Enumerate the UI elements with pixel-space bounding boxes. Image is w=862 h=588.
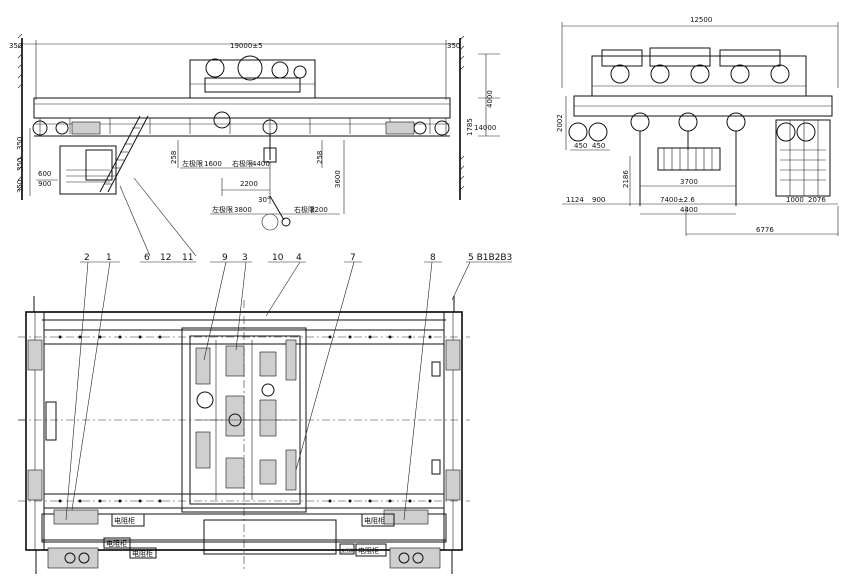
cabinet-label-6: 变压器 bbox=[341, 547, 353, 553]
dim-hook-span: 3700 bbox=[680, 178, 698, 186]
trolley-machinery bbox=[195, 339, 297, 500]
callouts: 2 1 6 12 11 9 3 10 4 7 8 5 B1B2B3 bbox=[65, 253, 512, 521]
dim-height-total: 4000 bbox=[486, 90, 494, 108]
dim-overall-width: 12500 bbox=[690, 16, 712, 24]
dim-left-2: 350 bbox=[16, 158, 24, 171]
dim-cab-a: 600 bbox=[38, 170, 51, 178]
limit-left-1-label: 左极限 bbox=[182, 159, 203, 168]
callout-10: 10 bbox=[272, 253, 284, 263]
limit-left-1-value: 1600 bbox=[204, 160, 222, 168]
callout-5-b1b2b3: 5 B1B2B3 bbox=[468, 253, 512, 263]
dim-wheel-2: 450 bbox=[592, 142, 605, 150]
dim-hook-rot: 30° bbox=[258, 196, 270, 204]
dim-height-rail: 14000 bbox=[474, 124, 496, 132]
dim-height-left: 2002 bbox=[556, 114, 564, 132]
limit-left-2-value: 3800 bbox=[234, 206, 252, 214]
limit-right-1-label: 右极限 bbox=[232, 159, 253, 168]
callout-11: 11 bbox=[182, 253, 193, 263]
dim-hook-drop: 2186 bbox=[622, 170, 630, 188]
girder-bolts bbox=[58, 335, 432, 503]
dim-right-2: 2076 bbox=[808, 196, 826, 204]
dim-gauge-1: 1124 bbox=[566, 196, 584, 204]
dim-end-offset-left: 350 bbox=[9, 42, 22, 50]
callout-3: 3 bbox=[242, 253, 248, 263]
callout-12: 12 bbox=[160, 253, 171, 263]
limit-right-2-label: 右极限 bbox=[294, 205, 315, 214]
callout-2: 2 bbox=[84, 253, 90, 263]
dim-end-offset-right: 350 bbox=[447, 42, 460, 50]
dim-cab-b: 900 bbox=[38, 180, 51, 188]
callout-1: 1 bbox=[106, 253, 112, 263]
limit-right-1-value: 4400 bbox=[252, 160, 270, 168]
callout-8: 8 bbox=[430, 253, 436, 263]
dim-travel: 2200 bbox=[240, 180, 258, 188]
side-elevation: 12500 bbox=[556, 16, 839, 236]
limit-left-2-label: 左极限 bbox=[212, 205, 233, 214]
dim-wheel-1: 450 bbox=[574, 142, 587, 150]
cabinet-label-4: 电阻柜 bbox=[364, 516, 385, 525]
dim-left-3: 350 bbox=[16, 180, 24, 193]
dim-hook-gap-left: 258 bbox=[170, 151, 178, 164]
dim-height-beam: 1785 bbox=[466, 118, 474, 136]
callout-4: 4 bbox=[296, 253, 302, 263]
dim-hook-centers: 7400±2.6 bbox=[660, 196, 695, 204]
callout-7: 7 bbox=[350, 253, 356, 263]
front-elevation: 350 19000±5 350 bbox=[9, 33, 500, 257]
dim-hook-gap-right: 258 bbox=[316, 151, 324, 164]
dim-gauge-2: 900 bbox=[592, 196, 605, 204]
dim-lift: 3600 bbox=[334, 170, 342, 188]
limit-right-2-value: 2200 bbox=[310, 206, 328, 214]
dim-overall-bottom: 6776 bbox=[756, 226, 774, 234]
callout-6: 6 bbox=[144, 253, 150, 263]
dim-right-1: 1000 bbox=[786, 196, 804, 204]
dim-hook-half: 4400 bbox=[680, 206, 698, 214]
dim-span: 19000±5 bbox=[230, 42, 263, 50]
cabinet-label-1: 电阻柜 bbox=[114, 516, 135, 525]
dim-left-1: 350 bbox=[16, 137, 24, 150]
callout-9: 9 bbox=[222, 253, 228, 263]
cabinet-label-2: 电阻柜 bbox=[106, 539, 127, 548]
plan-view: 电阻柜 电阻柜 电阻柜 电阻柜 电阻柜 变压器 bbox=[18, 296, 470, 574]
cabinet-label-5: 电阻柜 bbox=[358, 546, 379, 555]
cabinet-label-3: 电阻柜 bbox=[132, 549, 153, 558]
